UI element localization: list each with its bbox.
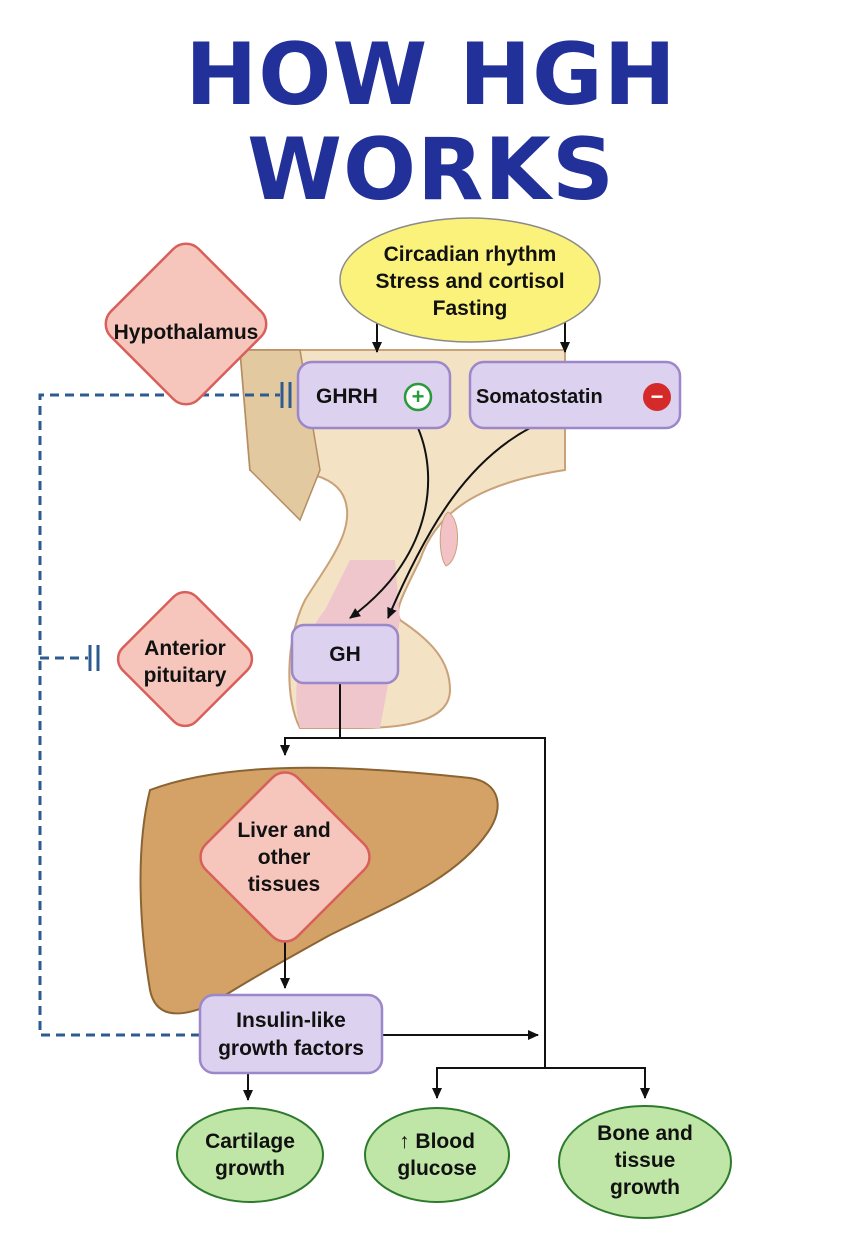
bone-label-2: tissue <box>615 1149 676 1172</box>
bone-label-1: Bone and <box>597 1122 693 1145</box>
gh-box: GH <box>290 623 400 685</box>
liver-diamond: Liver and other tissues <box>199 771 371 943</box>
feedback-lines <box>38 382 292 1037</box>
stimulus-fasting: Fasting <box>433 297 508 320</box>
somatostatin-box: Somatostatin − <box>468 360 682 430</box>
bone-tissue-growth-ellipse: Bone and tissue growth <box>558 1105 732 1219</box>
igf-box: Insulin-like growth factors <box>198 993 384 1075</box>
somatostatin-label: Somatostatin <box>476 386 603 408</box>
minus-icon <box>643 383 671 411</box>
anterior-pituitary-label-1: Anterior <box>144 637 226 660</box>
cartilage-label-1: Cartilage <box>205 1130 295 1153</box>
ghrh-box: GHRH + <box>296 360 452 430</box>
flow-arrows <box>243 322 650 1101</box>
hypothalamus-diamond: Hypothalamus <box>104 242 268 406</box>
gh-label: GH <box>329 643 361 666</box>
liver-label-2: other <box>258 846 311 869</box>
bone-label-3: growth <box>610 1176 680 1199</box>
ghrh-label: GHRH <box>316 385 378 408</box>
glucose-label-1: ↑ Blood <box>399 1130 475 1153</box>
plus-icon <box>403 382 433 412</box>
glucose-label-2: glucose <box>397 1157 476 1180</box>
stimulus-circadian: Circadian rhythm <box>384 243 557 266</box>
liver-label-3: tissues <box>248 873 320 896</box>
hypothalamus-label: Hypothalamus <box>114 321 259 344</box>
blood-glucose-ellipse: ↑ Blood glucose <box>364 1107 510 1203</box>
somatostatin-sign: − <box>651 384 664 409</box>
liver-label-1: Liver and <box>237 819 330 842</box>
ghrh-sign: + <box>412 384 425 409</box>
page-title: HOW HGH WORKS <box>185 25 677 220</box>
stimulus-stress: Stress and cortisol <box>375 270 564 293</box>
cartilage-label-2: growth <box>215 1157 285 1180</box>
cartilage-growth-ellipse: Cartilage growth <box>176 1107 324 1203</box>
stimuli-ellipse: Circadian rhythm Stress and cortisol Fas… <box>339 217 601 343</box>
anterior-pituitary-label-2: pituitary <box>144 664 227 687</box>
anterior-pituitary-diamond: Anterior pituitary <box>116 590 254 728</box>
igf-label-2: growth factors <box>218 1037 364 1060</box>
igf-label-1: Insulin-like <box>236 1009 346 1032</box>
